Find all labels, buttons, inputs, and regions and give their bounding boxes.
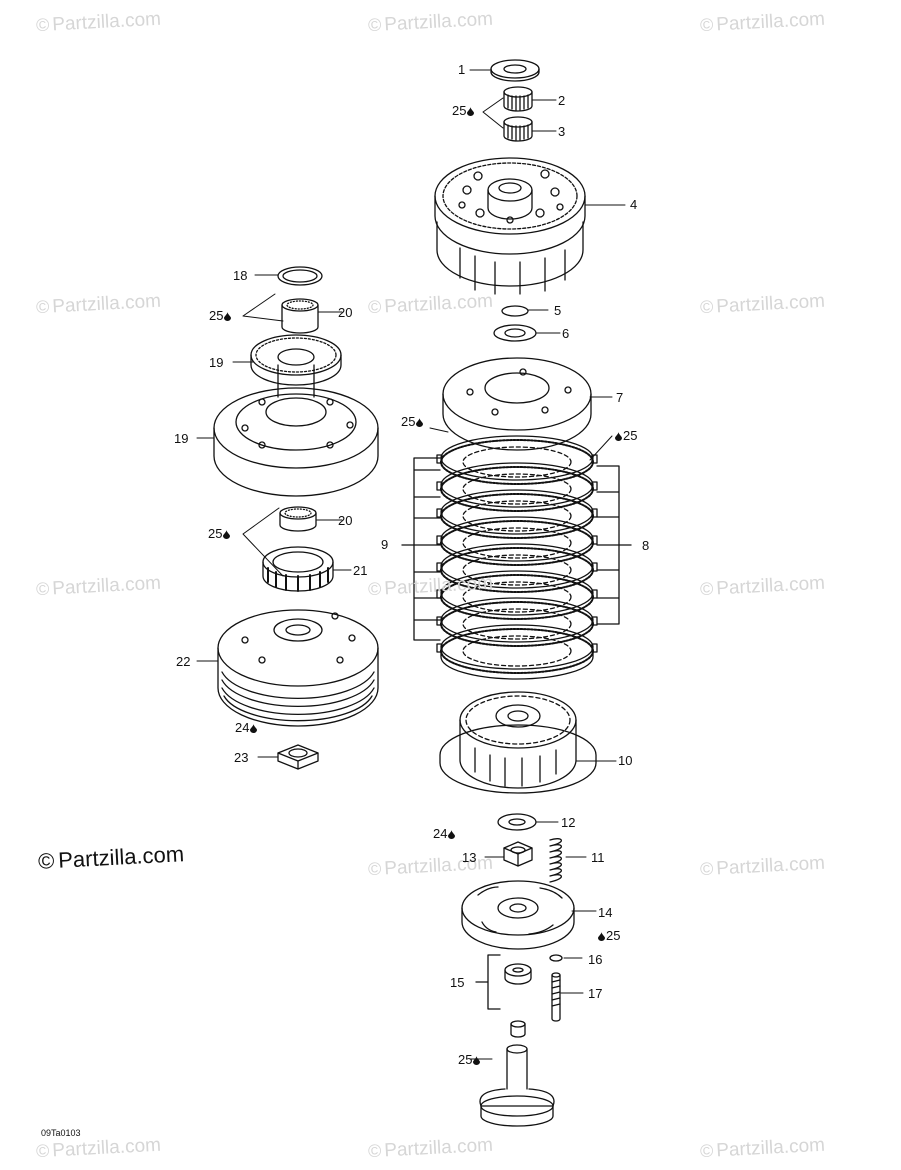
part-label-18[interactable]: 18 [233, 268, 248, 283]
part-21-sprag-clutch [262, 546, 334, 592]
part-label-24-center[interactable]: 24 [433, 826, 456, 841]
oil-drop-icon [598, 932, 605, 941]
part-label-23[interactable]: 23 [234, 750, 249, 765]
part-shaft [479, 1044, 555, 1127]
part-7-pressure-plate [442, 357, 592, 451]
bracket-15 [475, 954, 501, 1010]
part-label-20-upper[interactable]: 20 [338, 305, 353, 320]
part-label-13[interactable]: 13 [462, 850, 477, 865]
part-label-7[interactable]: 7 [616, 390, 624, 405]
part-label-25-upper-left[interactable]: 25 [209, 308, 232, 323]
part-label-16[interactable]: 16 [588, 952, 603, 967]
oil-drop-icon [467, 107, 475, 116]
part-19-gear [250, 334, 342, 398]
part-label-25-shaft[interactable]: 25 [458, 1052, 481, 1067]
part-label-25-plate-left[interactable]: 25 [401, 414, 424, 429]
part-label-25-bearings[interactable]: 25 [452, 103, 475, 118]
part-label-19-gear[interactable]: 19 [209, 355, 224, 370]
part-label-20-lower[interactable]: 20 [338, 513, 353, 528]
part-3-needle-bearing [503, 116, 533, 142]
part-17-screw [551, 972, 561, 1022]
part-label-14[interactable]: 14 [598, 905, 613, 920]
part-label-25-lifter[interactable]: 25 [598, 928, 620, 943]
part-label-2[interactable]: 2 [558, 93, 566, 108]
oil-drop-icon [416, 418, 424, 427]
oil-drop-icon [250, 724, 258, 733]
part-20-bushing-lower [279, 506, 317, 532]
part-label-8[interactable]: 8 [642, 538, 650, 553]
part-10-clutch-hub [439, 691, 597, 794]
part-label-1[interactable]: 1 [458, 62, 466, 77]
part-label-4[interactable]: 4 [630, 197, 638, 212]
part-label-5[interactable]: 5 [554, 303, 562, 318]
part-19-one-way-housing [213, 387, 379, 497]
oil-drop-icon [448, 830, 456, 839]
part-label-21[interactable]: 21 [353, 563, 368, 578]
part-18-washer [277, 266, 323, 286]
part-12-washer [497, 813, 537, 831]
part-label-17[interactable]: 17 [588, 986, 603, 1001]
leader-lines [196, 69, 626, 1060]
part-6-washer [493, 324, 537, 342]
oil-drop-icon [224, 312, 232, 321]
part-4-clutch-housing-gear [434, 157, 586, 295]
part-label-24-left[interactable]: 24 [235, 720, 258, 735]
part-label-15[interactable]: 15 [450, 975, 465, 990]
part-5-circlip [501, 305, 529, 317]
part-label-10[interactable]: 10 [618, 753, 633, 768]
part-label-25-plate-right[interactable]: 25 [615, 428, 637, 443]
oil-drop-icon [473, 1056, 481, 1065]
part-label-12[interactable]: 12 [561, 815, 576, 830]
part-22-clutch-drum [217, 609, 379, 727]
part-label-11[interactable]: 11 [591, 850, 605, 865]
part-label-19-housing[interactable]: 19 [174, 431, 189, 446]
part-16-washer [549, 954, 563, 962]
part-label-3[interactable]: 3 [558, 124, 566, 139]
bracket-8 [596, 465, 632, 625]
part-label-9[interactable]: 9 [381, 537, 389, 552]
part-label-25-lower-left[interactable]: 25 [208, 526, 231, 541]
part-label-6[interactable]: 6 [562, 326, 570, 341]
reference-code: 09Ta0103 [41, 1128, 81, 1138]
oil-drop-icon [615, 432, 622, 441]
part-13-nut [503, 841, 533, 867]
oil-drop-icon [223, 530, 231, 539]
part-11-spring [549, 838, 562, 883]
part-20-bushing-upper [281, 298, 319, 334]
bracket-9 [401, 457, 441, 641]
part-15-bearing [504, 963, 532, 985]
part-1-thrust-washer [490, 59, 540, 82]
part-8-9-friction-steel-plates [436, 435, 598, 680]
part-label-22[interactable]: 22 [176, 654, 191, 669]
part-23-nut [277, 744, 319, 770]
part-14-lifter-plate [461, 880, 575, 950]
part-15-bushing [510, 1020, 526, 1038]
part-2-needle-bearing [503, 86, 533, 112]
